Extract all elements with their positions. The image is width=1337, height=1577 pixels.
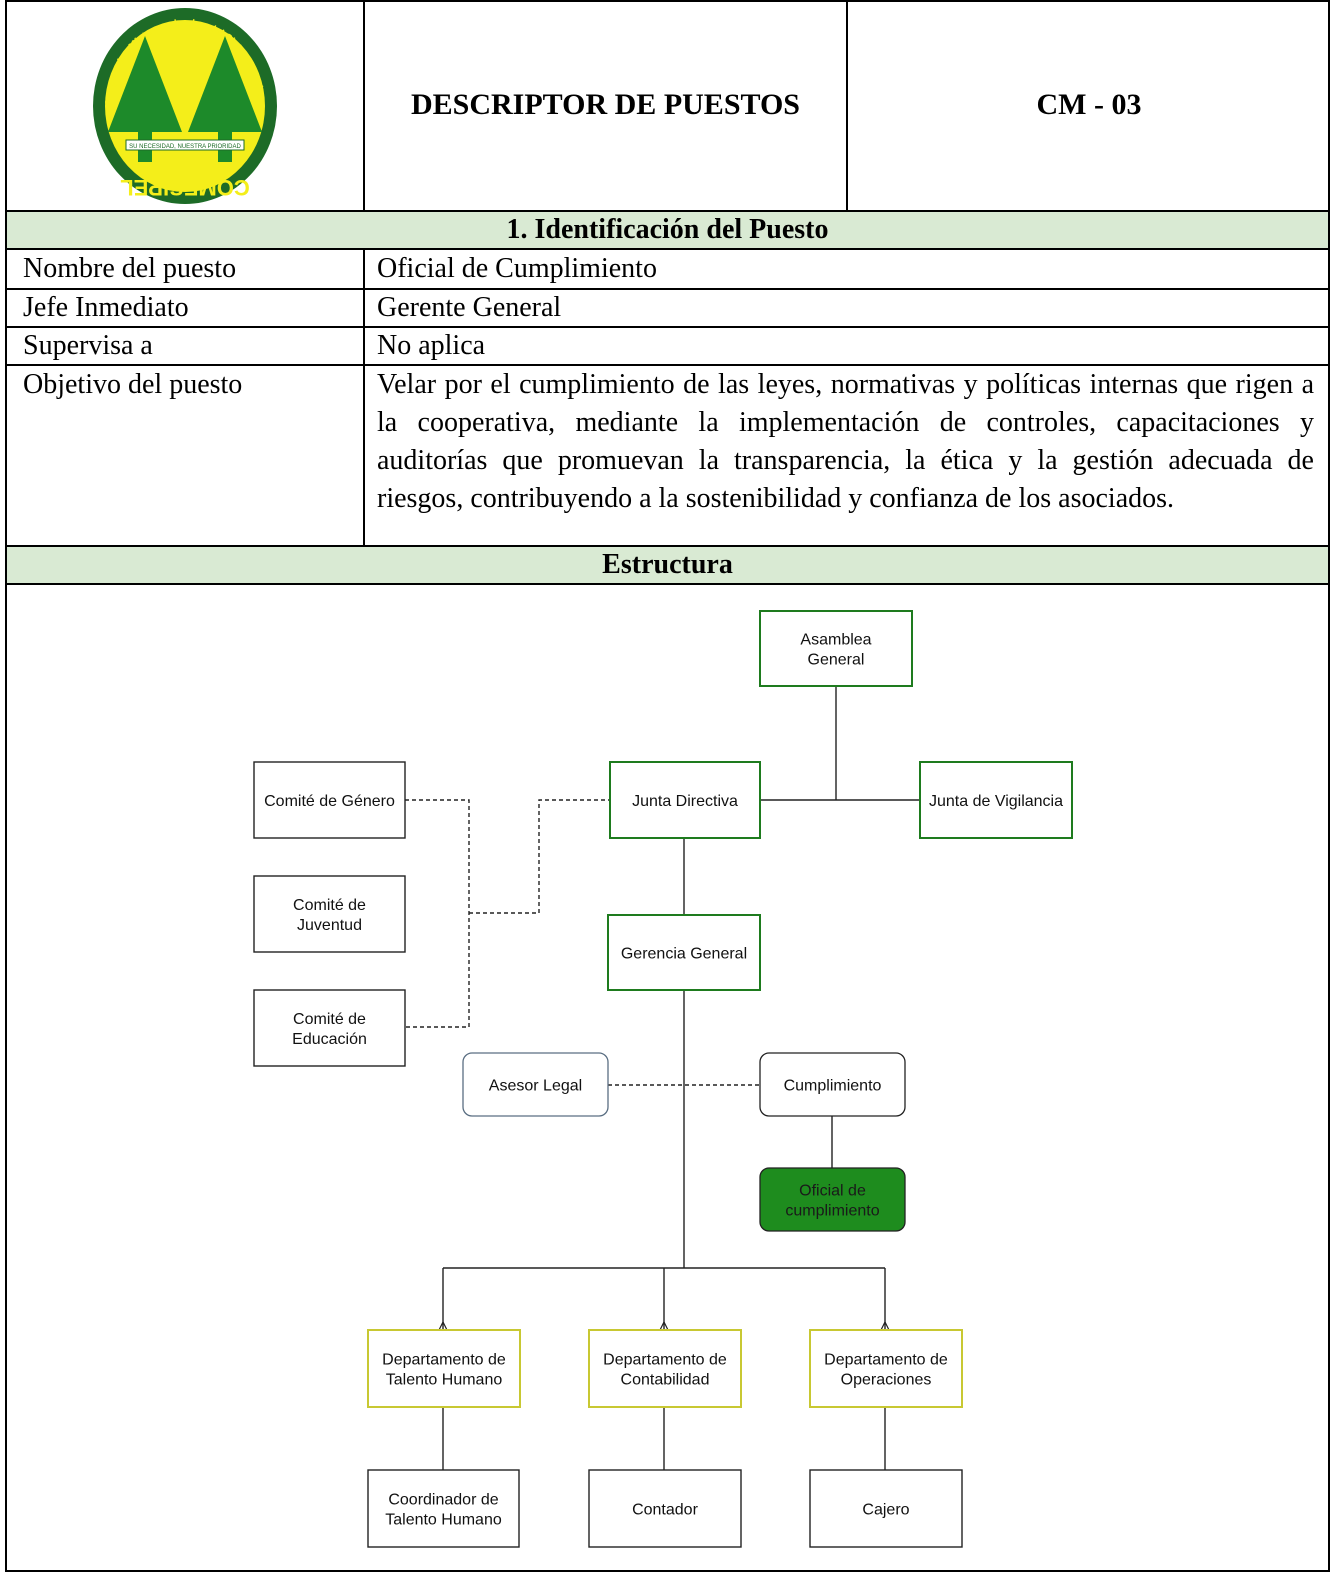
org-node-gerencia [607, 914, 761, 991]
document-title: DESCRIPTOR DE PUESTOS [410, 88, 800, 121]
org-node-cajero [809, 1469, 963, 1548]
row-label: Jefe Inmediato [23, 292, 189, 323]
org-node-comite-educacion [253, 989, 406, 1067]
row-label: Supervisa a [23, 330, 153, 361]
org-node-label: Departamento de [382, 1352, 506, 1369]
org-node-label: Coordinador de [388, 1492, 498, 1509]
document-frame [5, 0, 1330, 1572]
org-node-dep-contabilidad [588, 1329, 742, 1408]
document-code: CM - 03 [1036, 88, 1142, 121]
row-label: Objetivo del puesto [23, 369, 243, 400]
org-node-label: cumplimiento [785, 1203, 879, 1220]
row-value: Gerente General [377, 292, 562, 323]
org-node-label: Cumplimiento [784, 1078, 882, 1095]
org-node-label: Asamblea [800, 632, 871, 649]
org-node-label: Contabilidad [621, 1372, 710, 1389]
divider [7, 288, 1328, 290]
org-node-dep-operaciones [809, 1329, 963, 1408]
org-node-label: Asesor Legal [489, 1078, 582, 1095]
org-node-comite-juventud [253, 875, 406, 953]
crow-foot [880, 1320, 890, 1331]
org-node-asamblea [759, 610, 913, 687]
divider [7, 326, 1328, 328]
org-node-label: Departamento de [603, 1352, 727, 1369]
divider [363, 0, 365, 210]
org-node-contador [588, 1469, 742, 1548]
org-node-cumplimiento [759, 1052, 906, 1117]
org-node-junta-directiva [609, 761, 761, 839]
org-node-label: Comité de Género [264, 793, 395, 810]
row-label: Nombre del puesto [23, 253, 237, 284]
crow-foot [659, 1320, 669, 1331]
org-node-label: Juventud [297, 917, 362, 934]
org-node-dep-talento [367, 1329, 521, 1408]
org-node-label: Gerencia General [621, 946, 747, 963]
connector-line [469, 799, 610, 914]
divider [846, 0, 848, 210]
org-node-oficial [759, 1167, 906, 1232]
section-identification-title: 1. Identificación del Puesto [7, 210, 1328, 250]
org-node-label: Departamento de [824, 1352, 948, 1369]
row-value: Oficial de Cumplimiento [377, 253, 657, 284]
logo-name-text: COMESIPEL [120, 175, 250, 200]
section-structure-title: Estructura [7, 545, 1328, 585]
crow-foot [438, 1320, 448, 1331]
org-node-label: Junta de Vigilancia [929, 793, 1063, 810]
logo-band-text: SU NECESIDAD, NUESTRA PRIORIDAD [129, 144, 241, 150]
connector-line [405, 799, 470, 1028]
org-node-junta-vigilancia [919, 761, 1073, 839]
org-node-label: Oficial de [799, 1183, 866, 1200]
row-value: No aplica [377, 330, 486, 361]
org-node-label: Talento Humano [385, 1512, 502, 1529]
divider [363, 250, 365, 546]
org-node-comite-genero [253, 761, 406, 839]
org-node-label: Talento Humano [386, 1372, 503, 1389]
org-node-asesor-legal [462, 1052, 609, 1117]
org-node-label: Educación [292, 1031, 367, 1048]
org-node-label: Junta Directiva [632, 793, 738, 810]
row-value: Velar por el cumplimiento de las leyes, … [377, 369, 1314, 514]
org-node-label: Comité de [293, 1011, 366, 1028]
org-node-label: Contador [632, 1502, 698, 1519]
divider [7, 364, 1328, 366]
org-node-label: Cajero [862, 1502, 909, 1519]
org-node-label: Comité de [293, 897, 366, 914]
org-node-label: General [808, 652, 865, 669]
org-node-coordinador [367, 1469, 520, 1548]
org-node-label: Operaciones [841, 1372, 932, 1389]
cooperative-logo: Cooperativa Mixta empleados del Sistema … [86, 0, 280, 209]
